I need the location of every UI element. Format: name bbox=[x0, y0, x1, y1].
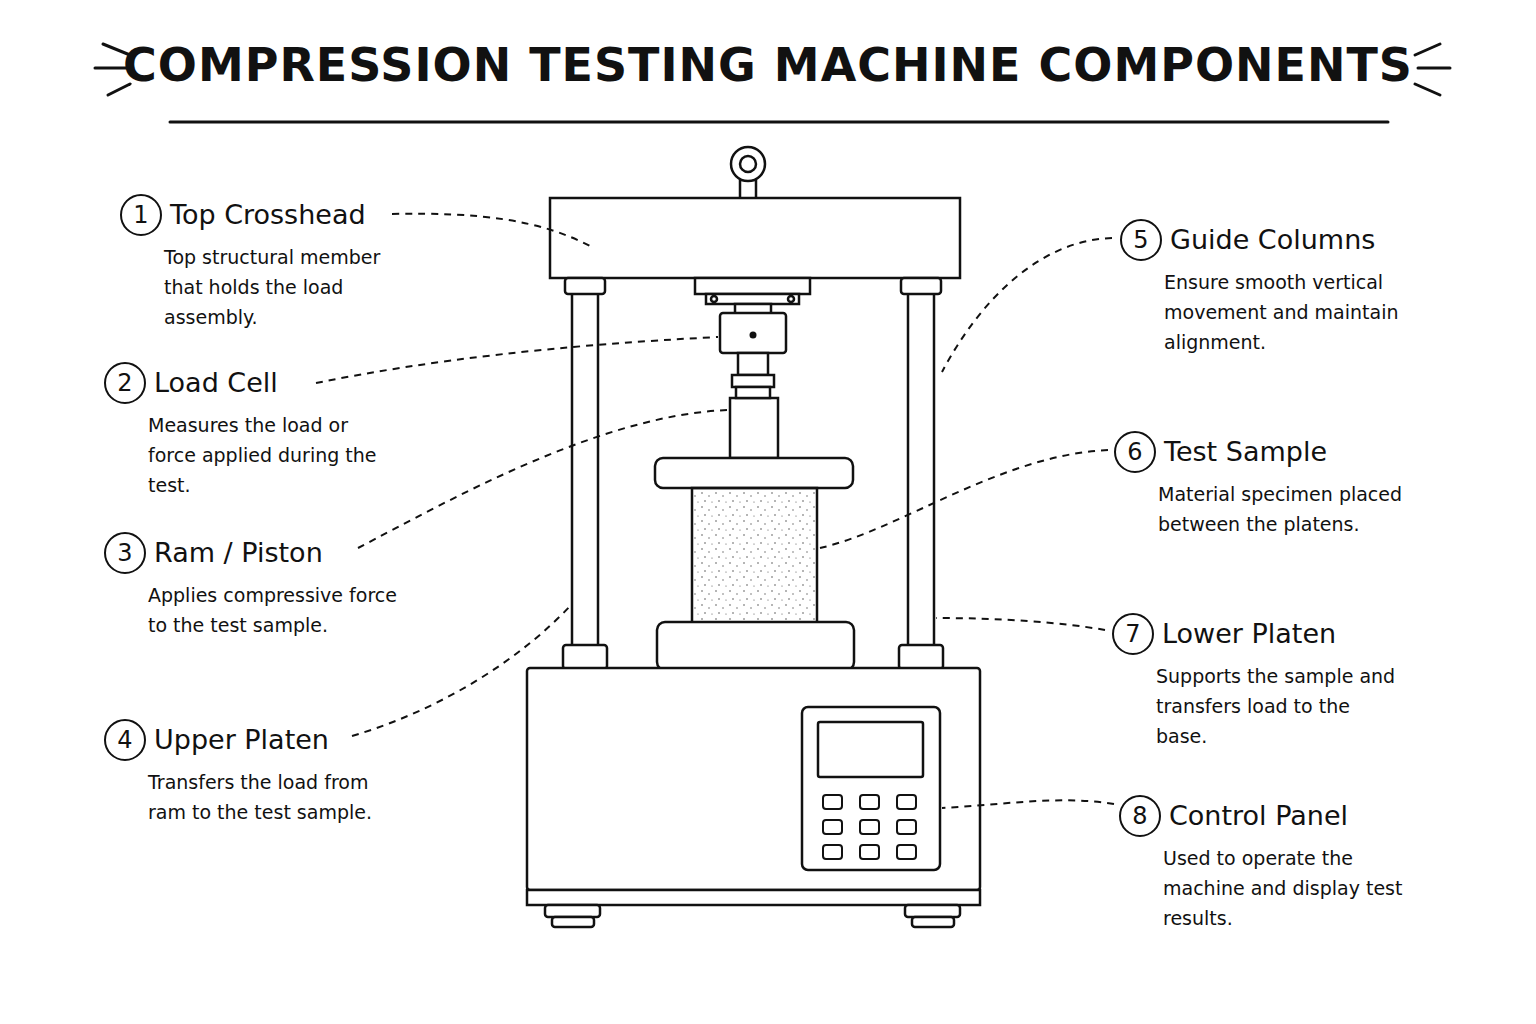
callout: 6Test SampleMaterial specimen placed bet… bbox=[1114, 431, 1408, 539]
part-description: Measures the load or force applied durin… bbox=[148, 410, 398, 500]
callout-number: 7 bbox=[1112, 613, 1154, 655]
diagram-title: COMPRESSION TESTING MACHINE COMPONENTS bbox=[0, 38, 1536, 92]
panel-button bbox=[823, 845, 842, 859]
panel-button bbox=[897, 820, 916, 834]
part-name: Load Cell bbox=[152, 362, 280, 404]
panel-button bbox=[860, 820, 879, 834]
load-cell-dot bbox=[750, 332, 757, 339]
panel-button bbox=[823, 820, 842, 834]
leader-lines bbox=[316, 214, 1114, 808]
part-description: Ensure smooth vertical movement and main… bbox=[1164, 267, 1414, 357]
callout: 4Upper PlatenTransfers the load from ram… bbox=[104, 719, 398, 827]
callout-number: 6 bbox=[1114, 431, 1156, 473]
panel-button bbox=[860, 795, 879, 809]
part-description: Applies compressive force to the test sa… bbox=[148, 580, 398, 640]
part-name: Ram / Piston bbox=[152, 532, 325, 574]
callout: 5Guide ColumnsEnsure smooth vertical mov… bbox=[1120, 219, 1414, 357]
callout-number: 2 bbox=[104, 362, 146, 404]
part-name: Lower Platen bbox=[1160, 613, 1338, 655]
part-description: Material specimen placed between the pla… bbox=[1158, 479, 1408, 539]
callout: 1Top CrossheadTop structural member that… bbox=[120, 194, 414, 332]
panel-button bbox=[823, 795, 842, 809]
control-buttons bbox=[823, 795, 916, 859]
panel-button bbox=[897, 845, 916, 859]
part-name: Top Crosshead bbox=[168, 194, 368, 236]
part-name: Control Panel bbox=[1167, 795, 1350, 837]
callout: 7Lower PlatenSupports the sample and tra… bbox=[1112, 613, 1406, 751]
panel-button bbox=[897, 795, 916, 809]
callout: 8Control PanelUsed to operate the machin… bbox=[1119, 795, 1413, 933]
panel-button bbox=[860, 845, 879, 859]
callout-number: 3 bbox=[104, 532, 146, 574]
callout-number: 8 bbox=[1119, 795, 1161, 837]
callout-number: 4 bbox=[104, 719, 146, 761]
part-name: Guide Columns bbox=[1168, 219, 1377, 261]
machine-frame bbox=[527, 147, 980, 927]
callout-number: 1 bbox=[120, 194, 162, 236]
part-description: Supports the sample and transfers load t… bbox=[1156, 661, 1406, 751]
part-description: Used to operate the machine and display … bbox=[1163, 843, 1413, 933]
part-name: Test Sample bbox=[1162, 431, 1329, 473]
callout-number: 5 bbox=[1120, 219, 1162, 261]
part-description: Transfers the load from ram to the test … bbox=[148, 767, 398, 827]
part-description: Top structural member that holds the loa… bbox=[164, 242, 414, 332]
part-name: Upper Platen bbox=[152, 719, 331, 761]
callout: 2Load CellMeasures the load or force app… bbox=[104, 362, 398, 500]
callout: 3Ram / PistonApplies compressive force t… bbox=[104, 532, 398, 640]
